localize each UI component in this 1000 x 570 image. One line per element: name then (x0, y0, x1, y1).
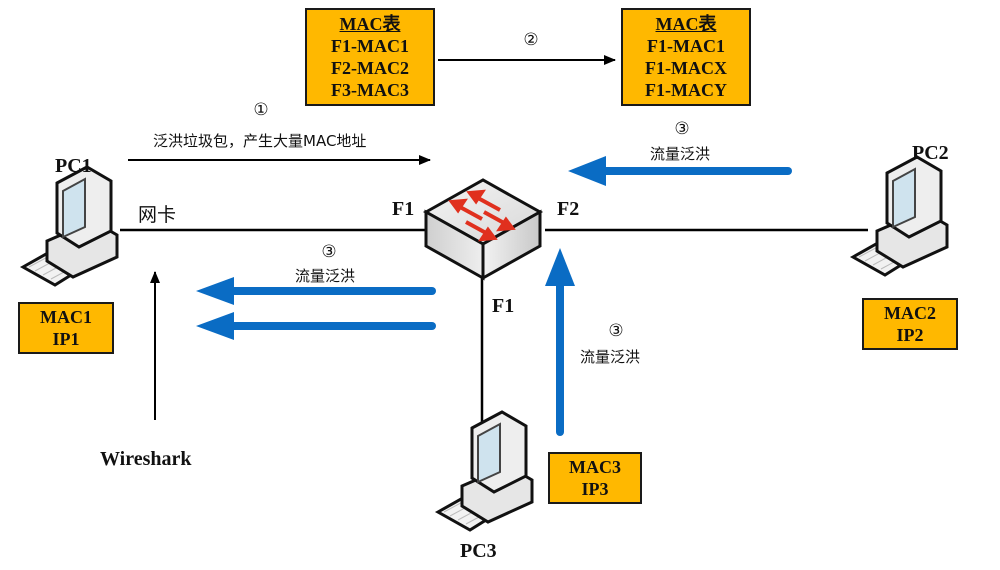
flood-arrow-from-pc3 (545, 248, 575, 436)
pc1-label: PC1 (55, 155, 92, 177)
mac-table-before-title: MAC表 (339, 14, 401, 34)
flood-arrow-to-pc1-b (196, 312, 436, 340)
mac-table-after-row: F1-MAC1 (647, 36, 725, 56)
step1-marker: ① (253, 100, 269, 120)
mac-table-before: MAC表 F1-MAC1 F2-MAC2 F3-MAC3 (305, 8, 435, 106)
pc3-ip: IP3 (581, 479, 609, 499)
step3-bottom-text: 流量泛洪 (580, 348, 641, 366)
step1-text: 泛洪垃圾包，产生大量MAC地址 (153, 132, 367, 150)
pc2-mac: MAC2 (884, 303, 936, 323)
mac-table-after-title: MAC表 (655, 14, 717, 34)
mac-table-before-row: F1-MAC1 (331, 36, 409, 56)
mac-table-before-row: F3-MAC3 (331, 80, 409, 100)
mac-table-after-row: F1-MACX (645, 58, 727, 78)
pc1-ip: IP1 (52, 329, 80, 349)
flood-arrow-from-pc2 (568, 156, 792, 186)
pc2-address-box: MAC2 IP2 (862, 298, 958, 350)
switch-icon (422, 178, 544, 281)
step3-top-marker: ③ (674, 119, 690, 139)
pc3-address-box: MAC3 IP3 (548, 452, 642, 504)
step3-top-text: 流量泛洪 (650, 145, 711, 163)
flood-arrow-to-pc1-a (196, 277, 436, 305)
pc3-label: PC3 (460, 540, 497, 562)
pc2-computer-icon (851, 155, 949, 277)
pc2-label: PC2 (912, 142, 949, 164)
nic-label: 网卡 (138, 204, 177, 226)
pc1-computer-icon (21, 165, 119, 287)
mac-table-before-row: F2-MAC2 (331, 58, 409, 78)
pc1-mac: MAC1 (40, 307, 92, 327)
step3-left-text: 流量泛洪 (295, 267, 356, 285)
port-left-label: F1 (392, 198, 415, 220)
mac-table-after-row: F1-MACY (645, 80, 727, 100)
step2-marker: ② (523, 30, 539, 50)
pc1-address-box: MAC1 IP1 (18, 302, 114, 354)
pc3-mac: MAC3 (569, 457, 621, 477)
pc3-computer-icon (436, 410, 534, 532)
pc2-ip: IP2 (896, 325, 924, 345)
port-right-label: F2 (557, 198, 580, 220)
step3-bottom-marker: ③ (608, 321, 624, 341)
step3-left-marker: ③ (321, 242, 337, 262)
wireshark-label: Wireshark (100, 448, 192, 470)
mac-table-after: MAC表 F1-MAC1 F1-MACX F1-MACY (621, 8, 751, 106)
port-bottom-label: F1 (492, 295, 515, 317)
